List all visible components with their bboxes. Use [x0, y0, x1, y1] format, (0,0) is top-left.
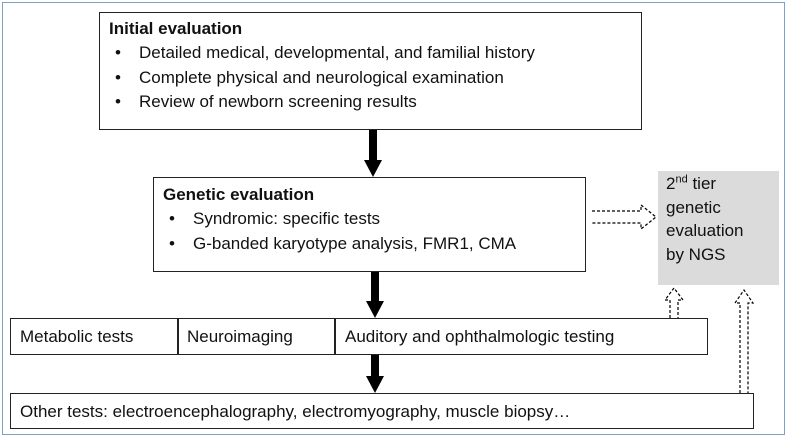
dashed-arrow-tests-to-second-tier [663, 287, 685, 318]
other-tests-label: Other tests: electroencephalography, ele… [20, 402, 571, 421]
initial-item-history: Detailed medical, developmental, and fam… [109, 41, 641, 66]
dashed-arrow-other-to-second-tier [733, 288, 755, 393]
arrow-genetic-to-tests [366, 272, 384, 318]
second-tier-box: 2nd tier genetic evaluation by NGS [658, 171, 779, 285]
initial-evaluation-title: Initial evaluation [109, 19, 243, 38]
neuroimaging-label: Neuroimaging [187, 327, 293, 346]
metabolic-tests-box: Metabolic tests [10, 318, 178, 355]
other-tests-box: Other tests: electroencephalography, ele… [10, 393, 754, 429]
initial-evaluation-list: Detailed medical, developmental, and fam… [109, 41, 641, 115]
initial-item-examination: Complete physical and neurological exami… [109, 66, 641, 91]
second-tier-line-3: evaluation [666, 221, 744, 240]
arrow-tests-to-other [366, 355, 384, 393]
metabolic-tests-label: Metabolic tests [20, 327, 134, 346]
second-tier-line-1: 2nd tier [666, 173, 717, 193]
second-tier-line-2: genetic [666, 197, 721, 217]
second-tier-line-4: by NGS [666, 244, 726, 264]
neuroimaging-box: Neuroimaging [178, 318, 335, 355]
genetic-item-karyotype: G-banded karyotype analysis, FMR1, CMA [163, 232, 585, 257]
initial-item-newborn-screening: Review of newborn screening results [109, 90, 641, 115]
dashed-arrow-genetic-to-second-tier [592, 203, 657, 231]
initial-evaluation-box: Initial evaluation Detailed medical, dev… [99, 12, 642, 130]
genetic-item-syndromic: Syndromic: specific tests [163, 207, 585, 232]
genetic-evaluation-box: Genetic evaluation Syndromic: specific t… [153, 177, 586, 272]
genetic-evaluation-list: Syndromic: specific tests G-banded karyo… [163, 207, 585, 256]
auditory-ophthalmologic-label: Auditory and ophthalmologic testing [345, 327, 615, 346]
outer-frame [2, 2, 785, 435]
auditory-ophthalmologic-box: Auditory and ophthalmologic testing [335, 318, 708, 355]
genetic-evaluation-title: Genetic evaluation [163, 185, 315, 204]
arrow-initial-to-genetic [364, 130, 382, 177]
